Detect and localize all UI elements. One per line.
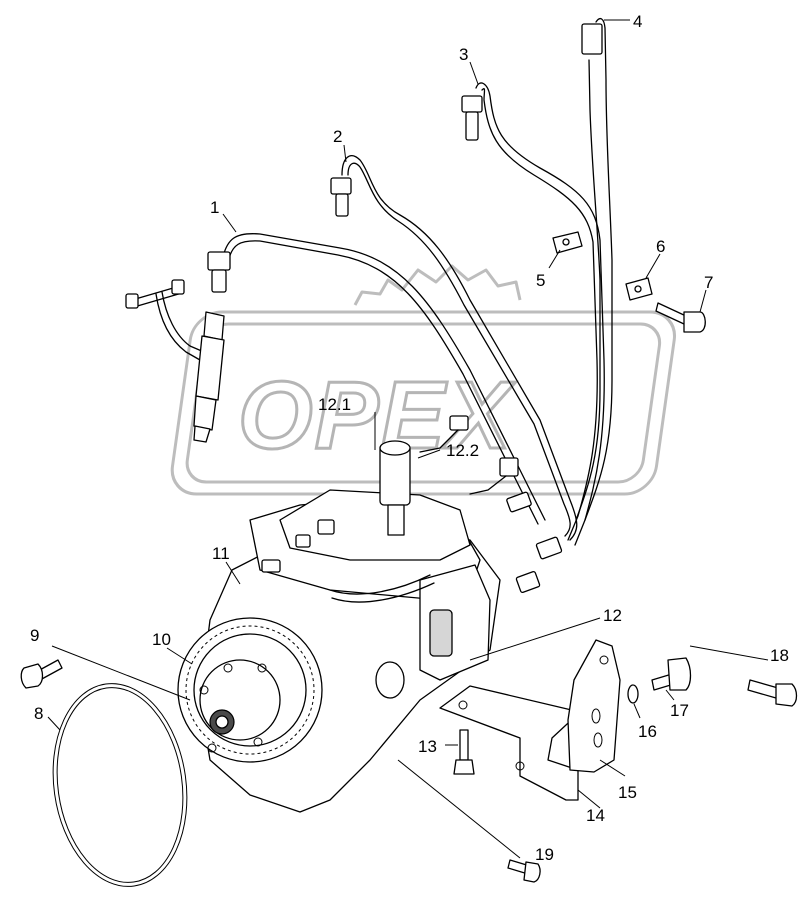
watermark-text: OPEX bbox=[238, 362, 516, 469]
bolt-9 bbox=[20, 659, 63, 689]
callout-18: 18 bbox=[770, 646, 789, 665]
callout-5: 5 bbox=[536, 271, 545, 290]
injector bbox=[125, 279, 225, 443]
callout-3: 3 bbox=[459, 45, 468, 64]
callout-2: 2 bbox=[333, 127, 342, 146]
fuel-pipes bbox=[207, 17, 706, 546]
callout-13: 13 bbox=[418, 737, 437, 756]
fasteners bbox=[20, 657, 798, 883]
bolt-13 bbox=[453, 729, 475, 775]
callout-12-1: 12.1 bbox=[318, 395, 351, 414]
bolt-7 bbox=[655, 302, 706, 333]
pipe-clamp-6 bbox=[625, 277, 653, 301]
callout-10: 10 bbox=[152, 630, 171, 649]
bolt-19 bbox=[507, 859, 541, 883]
leader-lines bbox=[47, 19, 769, 859]
watermark: OPEX bbox=[170, 264, 677, 496]
injection-pump bbox=[177, 415, 563, 813]
pump-gear bbox=[177, 617, 323, 763]
bolt-18 bbox=[747, 679, 798, 707]
callout-7: 7 bbox=[704, 273, 713, 292]
callout-19: 19 bbox=[535, 845, 554, 864]
callout-16: 16 bbox=[638, 722, 657, 741]
watermark-gear bbox=[353, 264, 522, 306]
callout-6: 6 bbox=[656, 237, 665, 256]
callouts: 1 2 3 4 5 6 7 8 9 10 11 12 12.1 12.2 13 … bbox=[30, 12, 789, 864]
pipe-clamp-5 bbox=[552, 231, 583, 254]
brackets bbox=[439, 639, 621, 801]
bracket-15 bbox=[567, 639, 621, 773]
callout-1: 1 bbox=[210, 198, 219, 217]
callout-4: 4 bbox=[633, 12, 642, 31]
o-ring bbox=[52, 683, 188, 887]
callout-14: 14 bbox=[586, 806, 605, 825]
callout-8: 8 bbox=[34, 704, 43, 723]
washer-16 bbox=[627, 684, 639, 704]
callout-11: 11 bbox=[212, 544, 230, 563]
callout-17: 17 bbox=[670, 701, 689, 720]
callout-9: 9 bbox=[30, 626, 39, 645]
bolt-17 bbox=[651, 657, 692, 691]
callout-15: 15 bbox=[618, 783, 637, 802]
callout-12: 12 bbox=[603, 606, 622, 625]
callout-12-2: 12.2 bbox=[446, 441, 479, 460]
